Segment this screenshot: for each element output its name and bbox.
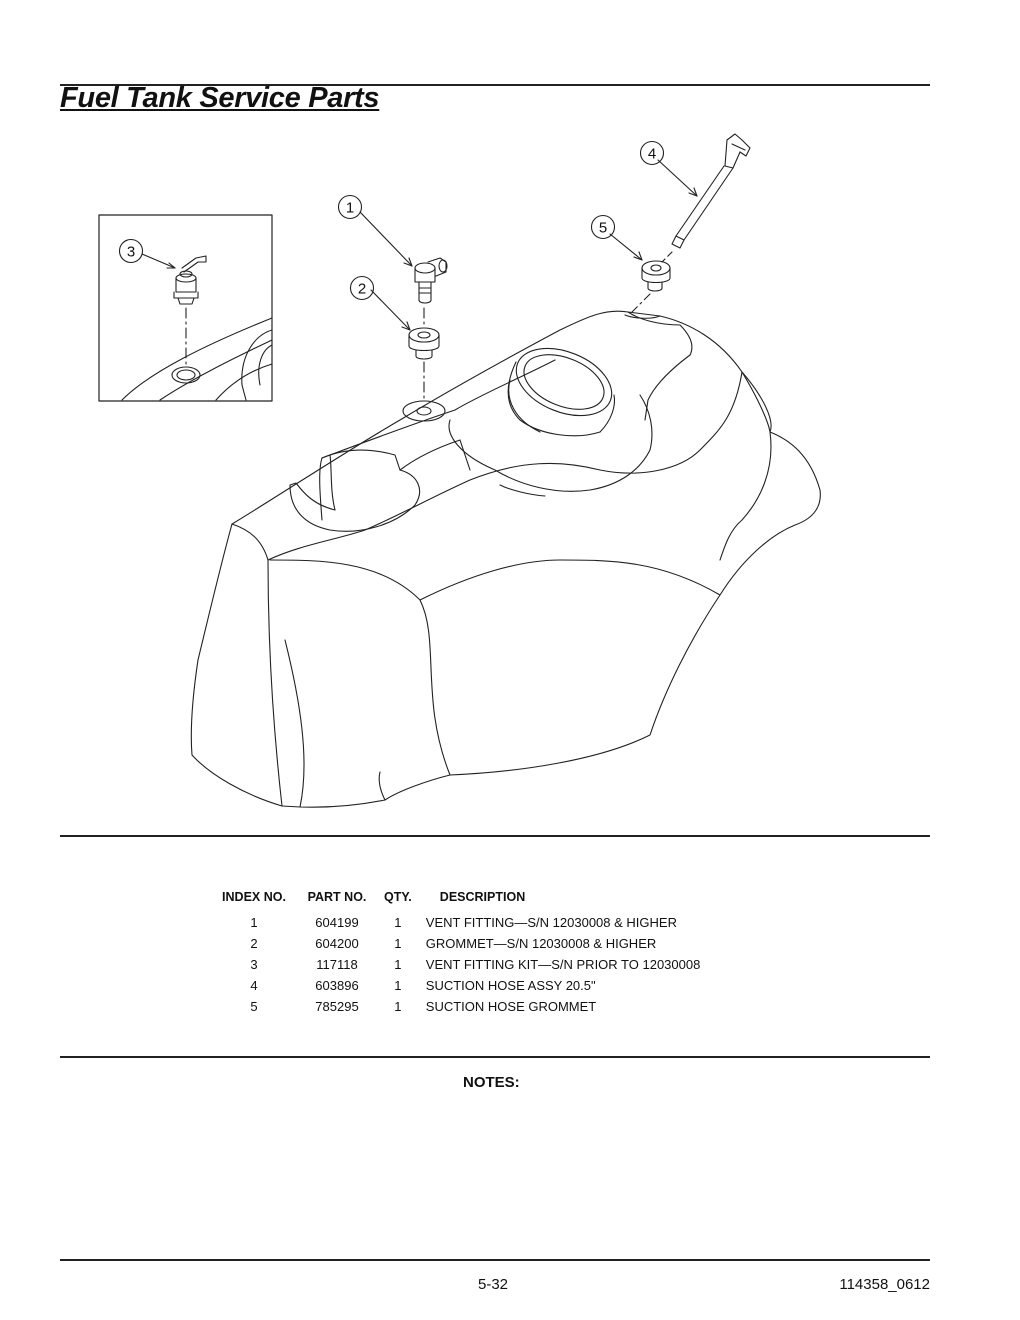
row-description: VENT FITTING—S/N 12030008 & HIGHER xyxy=(425,915,677,930)
row-description: SUCTION HOSE ASSY 20.5" xyxy=(425,978,596,993)
parts-table: INDEX NO. PART NO. QTY. DESCRIPTION 1 60… xyxy=(210,887,708,1017)
header-part: PART NO. xyxy=(307,890,367,904)
fuel-tank xyxy=(190,310,821,808)
callout-1 xyxy=(337,194,363,220)
table-row: 5 785295 1 SUCTION HOSE GROMMET xyxy=(210,996,708,1017)
suction-hose-grommet xyxy=(631,251,673,313)
row-description: SUCTION HOSE GROMMET xyxy=(425,999,597,1014)
callout-3-label: 3 xyxy=(127,244,135,261)
grommet xyxy=(408,307,440,401)
inset-detail xyxy=(98,214,273,402)
row-index: 2 xyxy=(250,936,258,951)
row-qty: 1 xyxy=(394,936,402,951)
callout-4 xyxy=(639,140,665,166)
diagram-bottom-rule xyxy=(60,835,930,837)
row-part: 604200 xyxy=(315,936,359,951)
parts-table-header: INDEX NO. PART NO. QTY. DESCRIPTION xyxy=(210,887,708,912)
table-row: 4 603896 1 SUCTION HOSE ASSY 20.5" xyxy=(210,975,708,996)
row-part: 785295 xyxy=(315,999,359,1014)
footer-rule xyxy=(60,1259,930,1261)
notes-rule xyxy=(60,1056,930,1058)
header-description: DESCRIPTION xyxy=(439,890,526,904)
row-qty: 1 xyxy=(394,978,402,993)
row-qty: 1 xyxy=(394,915,402,930)
callouts xyxy=(118,140,698,331)
row-part: 604199 xyxy=(315,915,359,930)
table-row: 1 604199 1 VENT FITTING—S/N 12030008 & H… xyxy=(210,912,708,933)
callout-4-label: 4 xyxy=(648,146,656,163)
row-qty: 1 xyxy=(394,999,402,1014)
callout-3 xyxy=(118,238,144,264)
fuel-tank-diagram: 1 2 3 4 5 xyxy=(98,133,821,808)
callout-2 xyxy=(349,275,375,301)
vent-fitting xyxy=(414,257,448,304)
suction-hose xyxy=(671,133,751,249)
table-row: 2 604200 1 GROMMET—S/N 12030008 & HIGHER xyxy=(210,933,708,954)
callout-2-label: 2 xyxy=(358,281,366,298)
row-description: GROMMET—S/N 12030008 & HIGHER xyxy=(425,936,657,951)
row-part: 117118 xyxy=(316,957,358,972)
row-index: 4 xyxy=(250,978,258,993)
top-rule xyxy=(60,84,930,86)
row-qty: 1 xyxy=(394,957,402,972)
notes-label: NOTES: xyxy=(463,1074,520,1091)
callout-5-label: 5 xyxy=(599,220,607,237)
document-number: 114358_0612 xyxy=(839,1276,930,1293)
page-number: 5-32 xyxy=(478,1276,509,1293)
page-title: Fuel Tank Service Parts xyxy=(60,82,380,114)
table-row: 3 117118 1 VENT FITTING KIT—S/N PRIOR TO… xyxy=(210,954,708,975)
callout-1-label: 1 xyxy=(346,200,354,217)
row-index: 5 xyxy=(250,999,258,1014)
row-index: 3 xyxy=(250,957,258,972)
header-index: INDEX NO. xyxy=(222,890,286,904)
row-part: 603896 xyxy=(315,978,359,993)
row-index: 1 xyxy=(250,915,258,930)
row-description: VENT FITTING KIT—S/N PRIOR TO 12030008 xyxy=(425,957,701,972)
callout-5 xyxy=(590,214,616,240)
header-qty: QTY. xyxy=(384,890,412,904)
